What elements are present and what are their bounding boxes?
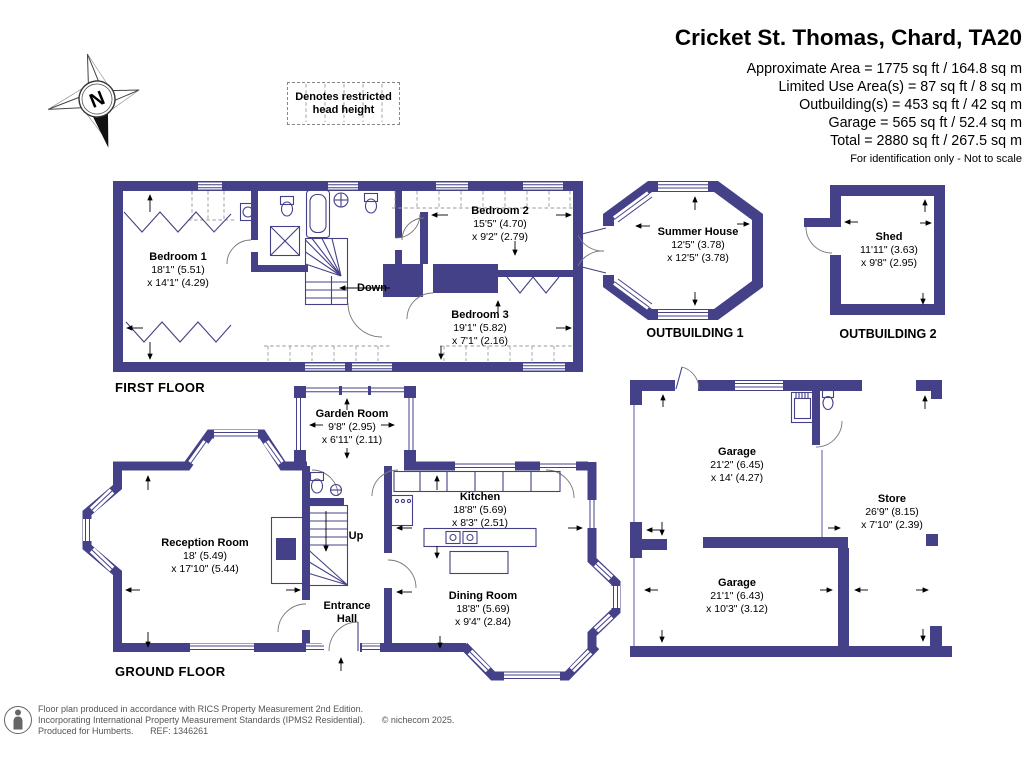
area-line-garage: Garage = 565 sq ft / 52.4 sq m [828,115,1022,131]
page-title: Cricket St. Thomas, Chard, TA20 [674,25,1022,50]
restricted-head-height-legend: Denotes restricted head height [287,82,400,125]
dimension-arrows [126,194,572,360]
interior-walls [251,191,573,297]
stairs-down-label: Down [357,282,387,294]
footer-line2: Incorporating International Property Mea… [38,715,454,726]
stairs-up-label: Up [348,530,364,542]
footer-line3: Produced for Humberts. REF: 1346261 [38,726,208,737]
room-label-kitchen: Kitchen 18'8" (5.69) x 8'3" (2.51) [452,491,508,529]
footer-standards: Incorporating International Property Mea… [38,715,366,725]
room-label-bedroom2: Bedroom 2 15'5" (4.70) x 9'2" (2.79) [471,205,529,243]
room-label-entrance-hall: Entrance Hall [323,600,371,625]
room-label-garden-room: Garden Room 9'8" (2.95) x 6'11" (2.11) [315,408,389,446]
ground-floor-plan [82,385,621,681]
area-line-total: Total = 2880 sq ft / 267.5 sq m [830,133,1022,149]
window-icon [83,430,620,681]
legend-hatch [305,84,383,122]
stairs-down-icon [304,237,349,306]
room-label-dining-room: Dining Room 18'8" (5.69) x 9'4" (2.84) [448,590,518,628]
footer-ref: REF: 1346261 [150,726,209,736]
first-floor-plan [113,181,583,372]
room-label-garage-lower: Garage 21'1" (6.43) x 10'3" (3.12) [706,577,768,615]
garage-block-plan [630,366,952,657]
dimension-arrows [635,196,750,306]
restricted-height-hatch [188,191,573,361]
compass-icon: N [47,53,140,148]
outbuilding1-title: OUTBUILDING 1 [646,326,744,340]
outbuilding2-plan [804,185,945,315]
boiler-icon [790,391,815,424]
legend-line1: Denotes restricted [295,90,392,103]
outbuilding1-plan [577,181,763,320]
door-arcs [277,469,575,653]
wardrobe-icons [123,211,560,343]
interior-walls [302,466,392,652]
door-arcs [226,213,434,338]
first-floor-title: FIRST FLOOR [115,380,205,395]
room-label-garage-upper: Garage 21'2" (6.45) x 14' (4.27) [710,446,764,484]
room-label-bedroom3: Bedroom 3 19'1" (5.82) x 7'1" (2.16) [451,309,509,347]
dimension-arrows [844,199,932,305]
legend-line2: head height [312,103,375,116]
person-icon [4,706,32,734]
fireplace-icon [270,516,306,585]
area-line-outbuildings: Outbuilding(s) = 453 sq ft / 42 sq m [799,97,1022,113]
area-line-approximate: Approximate Area = 1775 sq ft / 164.8 sq… [746,61,1022,77]
dimension-arrows [644,394,929,643]
footer-copyright: © nichecom 2025. [381,715,455,725]
area-line-limited-use: Limited Use Area(s) = 87 sq ft / 8 sq m [778,79,1022,95]
bathroom-fixture-icons [239,189,379,257]
disclaimer: For identification only - Not to scale [850,153,1022,165]
dimension-arrows [125,398,583,671]
footer-produced-for: Produced for Humberts. [38,726,134,736]
room-label-bedroom1: Bedroom 1 18'1" (5.51) x 14'1" (4.29) [147,251,209,289]
kitchen-unit-icons [390,470,561,575]
wc-fixture-icons [821,389,835,411]
footer-line1: Floor plan produced in accordance with R… [38,704,364,714]
area-summary: Approximate Area = 1775 sq ft / 164.8 sq… [747,60,1022,150]
outbuilding2-title: OUTBUILDING 2 [839,327,937,341]
garden-room-structure [294,385,416,467]
room-label-store: Store 26'9" (8.15) x 7'10" (2.39) [861,493,923,531]
room-label-reception-room: Reception Room 18' (5.49) x 17'10" (5.44… [161,537,249,575]
window-icon [198,182,565,371]
stairs-up-icon [306,504,349,587]
door-arcs [675,366,843,448]
wc-fixture-icons [309,471,343,497]
room-label-summer-house: Summer House 12'5" (3.78) x 12'5" (3.78) [657,226,739,264]
ground-floor-title: GROUND FLOOR [115,664,226,679]
room-label-shed: Shed 11'11" (3.63) x 9'8" (2.95) [860,231,918,269]
